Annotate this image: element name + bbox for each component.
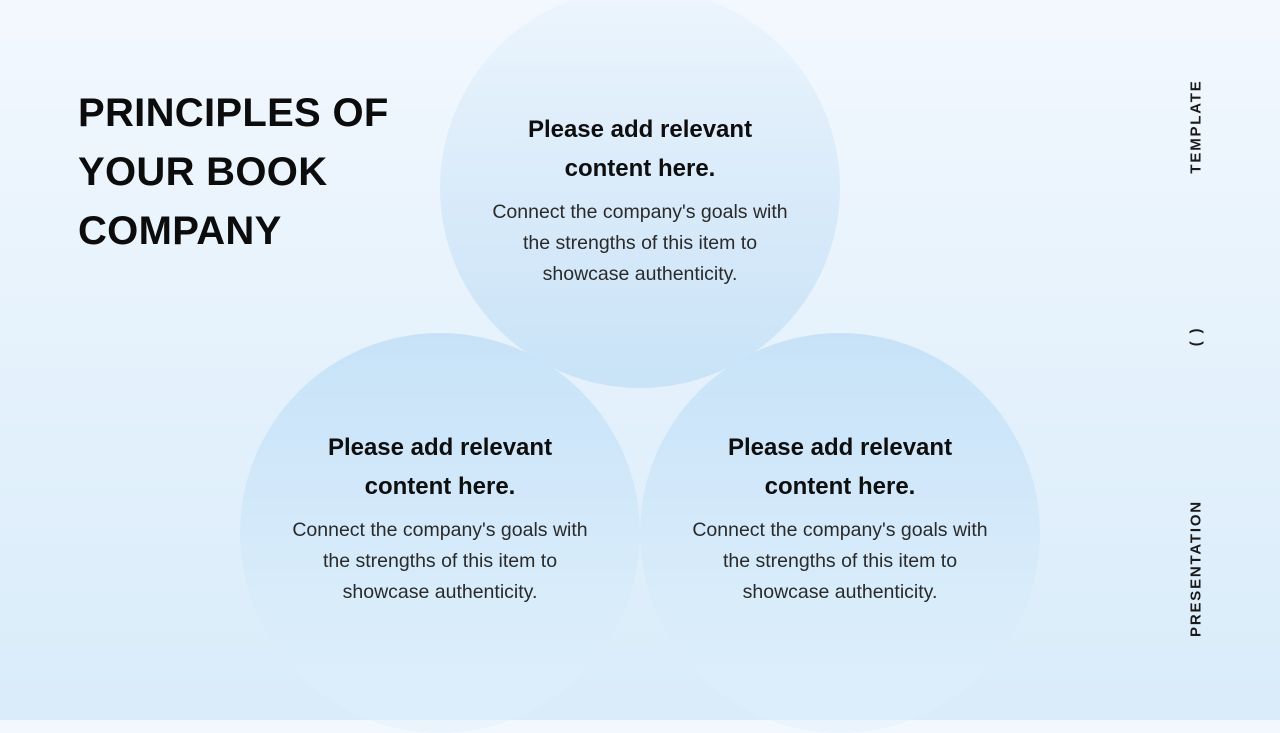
principle-card-left: Please add relevant content here. Connec… <box>280 428 600 608</box>
principle-card-top: Please add relevant content here. Connec… <box>480 110 800 290</box>
circle-bottom-left <box>240 333 640 733</box>
page-title: PRINCIPLES OF YOUR BOOK COMPANY <box>78 84 418 261</box>
title-line-3: COMPANY <box>78 209 282 253</box>
card-body: Connect the company's goals with the str… <box>292 519 588 603</box>
side-label-presentation: PRESENTATION <box>1187 500 1205 637</box>
card-heading: Please add relevant content here. <box>327 434 553 500</box>
circle-top <box>440 0 840 388</box>
side-label-paren: ( ) <box>1187 326 1205 347</box>
circle-bottom-right <box>640 333 1040 733</box>
card-heading: Please add relevant content here. <box>727 434 953 500</box>
side-label-template: TEMPLATE <box>1187 79 1205 174</box>
title-line-2: YOUR BOOK <box>78 150 328 194</box>
principle-card-right: Please add relevant content here. Connec… <box>680 428 1000 608</box>
card-body: Connect the company's goals with the str… <box>492 201 788 285</box>
title-line-1: PRINCIPLES OF <box>78 91 389 135</box>
card-body: Connect the company's goals with the str… <box>692 519 988 603</box>
card-heading: Please add relevant content here. <box>527 116 753 182</box>
